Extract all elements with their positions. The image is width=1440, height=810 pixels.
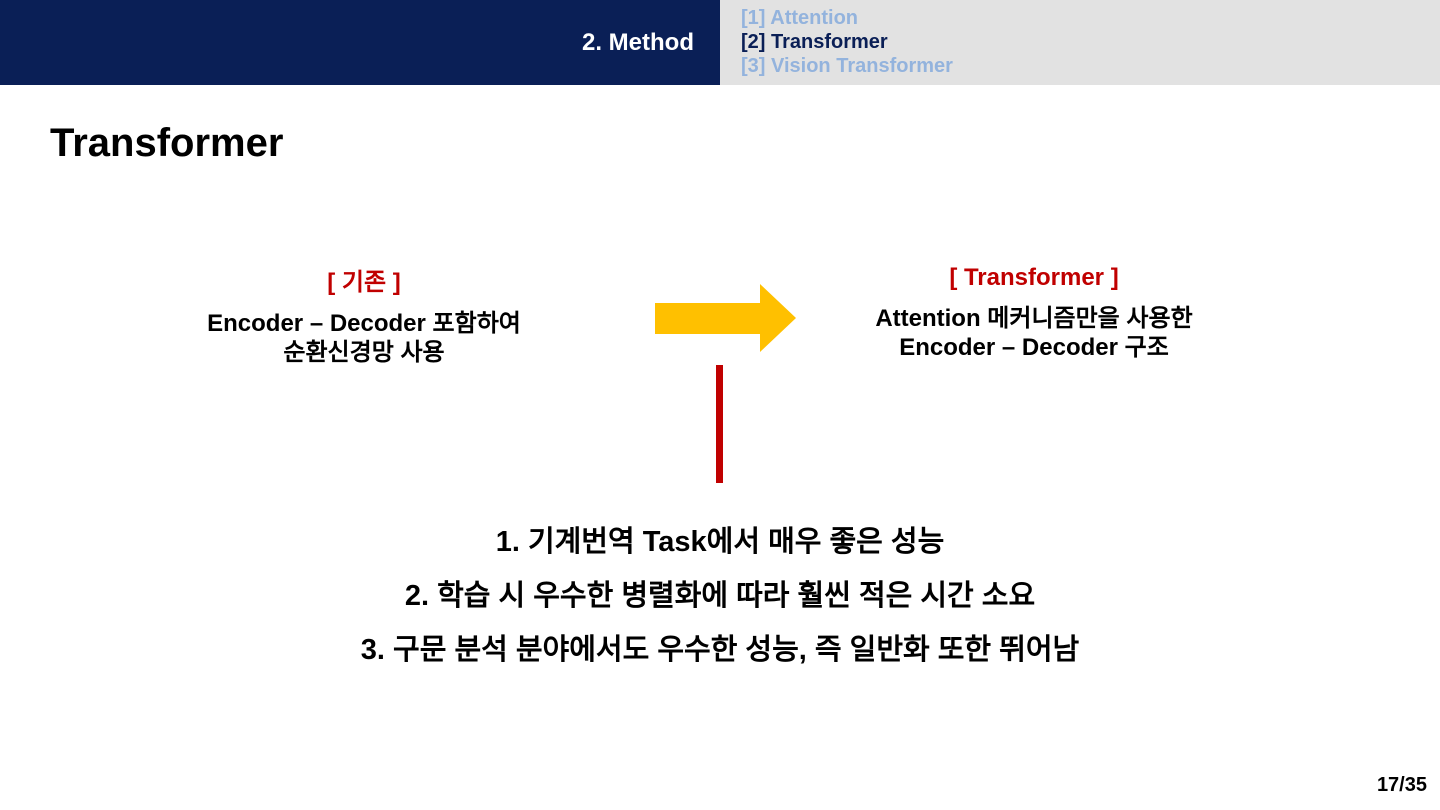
after-desc-line2: Encoder – Decoder 구조 (899, 334, 1169, 361)
nav-item-attention[interactable]: [1] Attention (741, 7, 859, 29)
section-nav: [1] Attention [2] Transformer [3] Vision… (741, 6, 953, 78)
after-box: [ Transformer ] Attention 메커니즘만을 사용한 Enc… (820, 264, 1248, 362)
before-desc-line2: 순환신경망 사용 (283, 339, 445, 366)
nav-item-vision-transformer[interactable]: [3] Vision Transformer (741, 55, 953, 77)
header-section-bar: 2. Method (0, 0, 720, 85)
benefit-item: 1. 기계번역 Task에서 매우 좋은 성능 (495, 526, 945, 558)
benefit-list: 1. 기계번역 Task에서 매우 좋은 성능 2. 학습 시 우수한 병렬화에… (0, 515, 1440, 677)
page-number: 17/35 (1376, 774, 1427, 796)
page-title: Transformer (50, 121, 284, 165)
before-label: [ 기존 ] (327, 269, 401, 296)
after-desc-line1: Attention 메커니즘만을 사용한 (875, 305, 1193, 332)
section-title: 2. Method (582, 29, 694, 56)
vertical-divider (716, 365, 723, 483)
after-label: [ Transformer ] (949, 264, 1119, 291)
right-arrow-icon (655, 284, 796, 352)
before-desc-line1: Encoder – Decoder 포함하여 (207, 310, 521, 337)
benefit-item: 2. 학습 시 우수한 병렬화에 따라 훨씬 적은 시간 소요 (404, 580, 1036, 612)
header-nav-bar: [1] Attention [2] Transformer [3] Vision… (720, 0, 1440, 85)
benefit-item: 3. 구문 분석 분야에서도 우수한 성능, 즉 일반화 또한 뛰어남 (360, 634, 1080, 666)
before-box: [ 기존 ] Encoder – Decoder 포함하여 순환신경망 사용 (150, 262, 578, 367)
nav-item-transformer[interactable]: [2] Transformer (741, 31, 888, 53)
